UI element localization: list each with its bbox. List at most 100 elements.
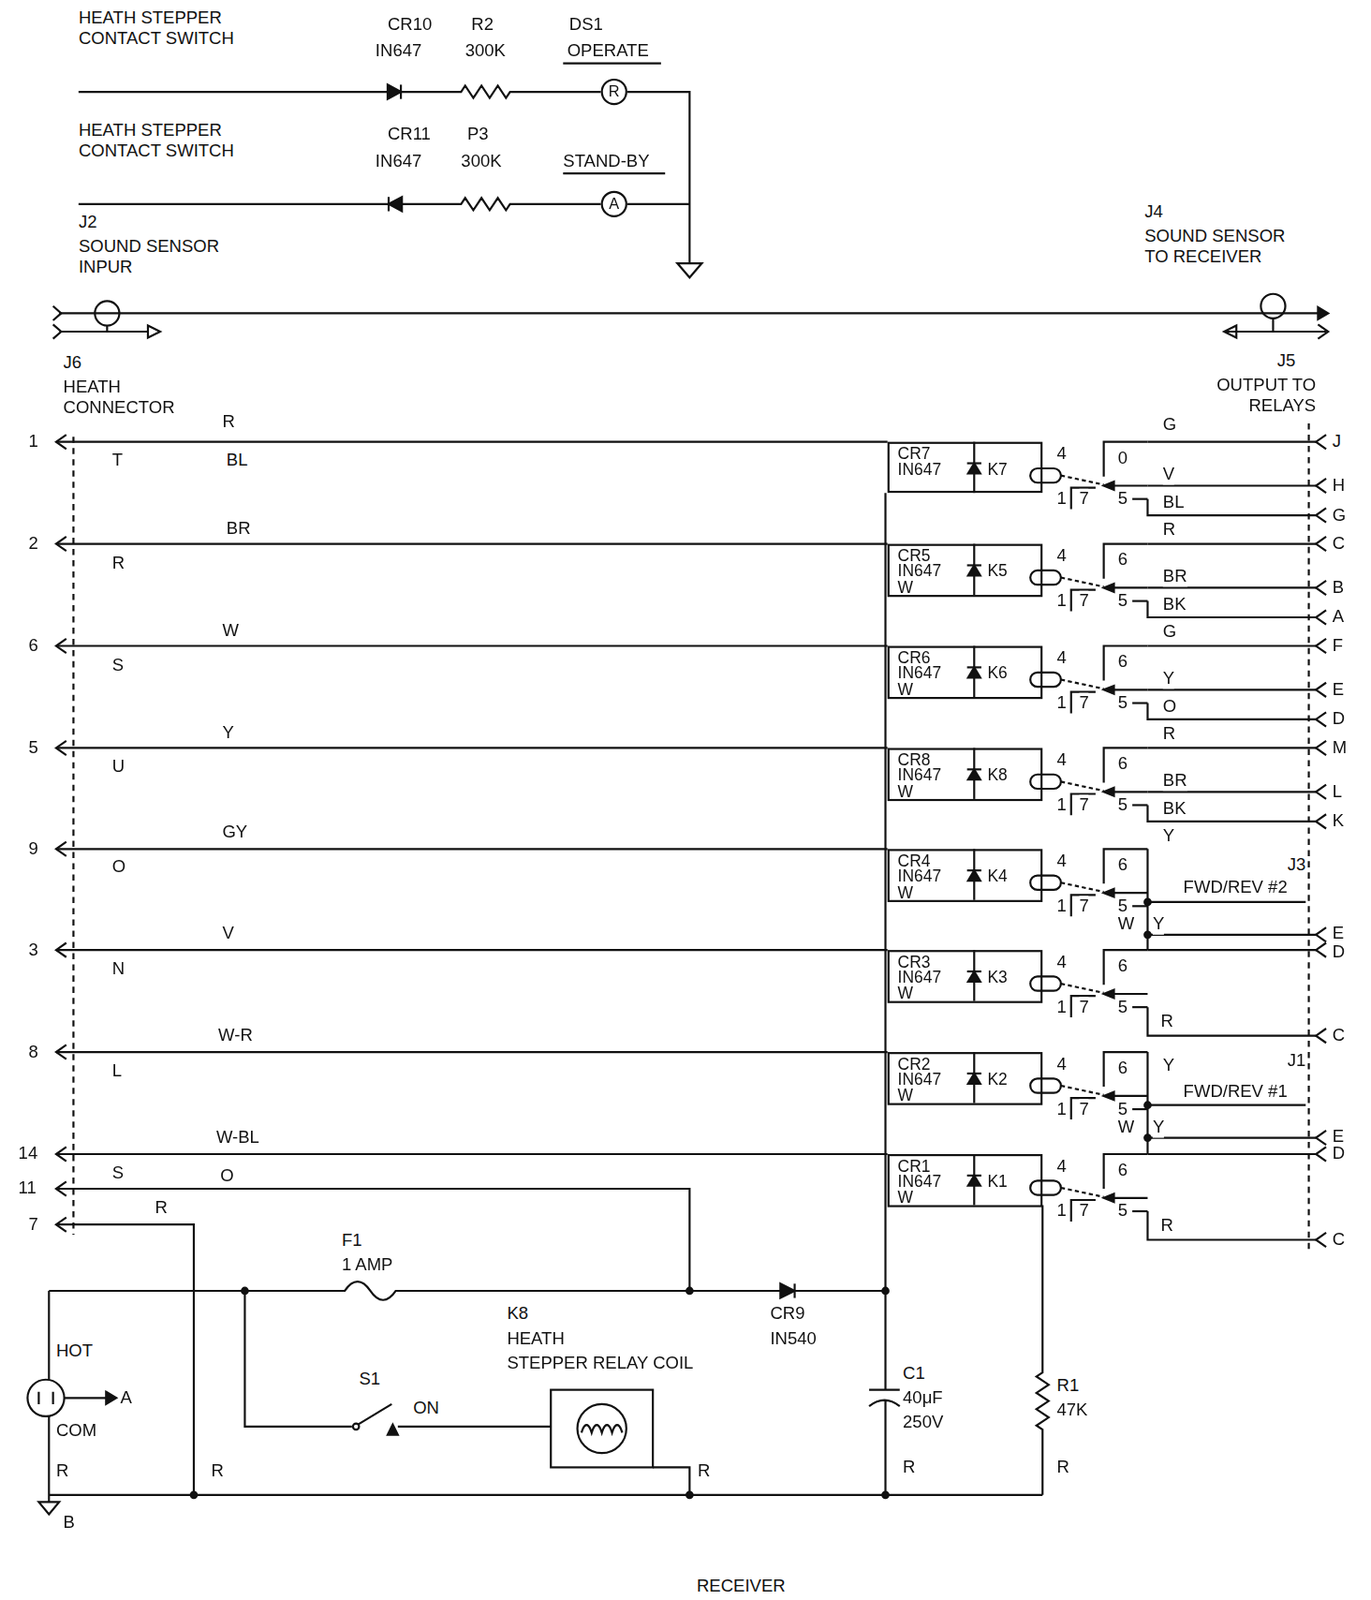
circuit-label: J1: [1287, 1050, 1307, 1072]
circuit-label: BR: [1163, 769, 1188, 791]
circuit-label: 7: [1078, 795, 1089, 816]
circuit-label: 1: [1057, 692, 1067, 714]
circuit-label: R: [155, 1197, 168, 1219]
circuit-label: G: [1163, 413, 1177, 435]
relay-box: CR7 IN647K7: [887, 442, 1044, 493]
circuit-label: FWD/REV #1: [1183, 1081, 1288, 1103]
circuit-label: O: [220, 1165, 234, 1187]
circuit-wires: [27, 63, 1328, 1515]
circuit-label: D: [1332, 1143, 1345, 1165]
relay-name: K2: [987, 1071, 1007, 1087]
circuit-label: HOT: [56, 1340, 93, 1361]
wire-line: [869, 1290, 900, 1495]
relay-box: CR4 IN647K4W: [887, 848, 1044, 902]
wire-line: [1147, 848, 1316, 1035]
wire-color: W: [898, 681, 914, 697]
relay-symbol: [967, 848, 1149, 916]
circuit-label: M: [1332, 737, 1347, 759]
wire-line: [244, 1290, 352, 1427]
circuit-label: E: [1332, 678, 1344, 700]
circuit-label: 5: [1118, 1098, 1128, 1120]
circuit-label: 6: [1118, 1160, 1128, 1181]
circuit-label: J2: [78, 212, 98, 234]
circuit-label: V: [1163, 464, 1175, 486]
circuit-label: 6: [1118, 855, 1128, 876]
indicator-lamp: A: [601, 191, 628, 218]
diode-label: CR2 IN647: [898, 1055, 972, 1087]
diode-label: CR6 IN647: [898, 649, 972, 681]
wire-line: [38, 1391, 53, 1404]
arrow-symbol: [1223, 324, 1237, 338]
circuit-label: R2: [471, 14, 494, 35]
circuit-label: R: [1161, 1214, 1174, 1236]
wire-color: W: [898, 1189, 914, 1205]
arrow-symbol: [147, 324, 161, 338]
circuit-label: L: [112, 1061, 122, 1082]
circuit-label: K: [1332, 810, 1344, 832]
relay-name: K5: [987, 562, 1007, 578]
wire-line: [1147, 1051, 1316, 1239]
circuit-label: Y: [1152, 914, 1165, 935]
circuit-label: IN540: [769, 1327, 816, 1349]
wire-color: W: [898, 1087, 914, 1103]
circuit-label: W: [1118, 1117, 1135, 1138]
circuit-label: 1: [1057, 488, 1067, 510]
circuit-label: C1: [902, 1362, 926, 1384]
junction-symbol: [686, 1491, 693, 1499]
wire-line: [38, 1501, 59, 1514]
circuit-label: J3: [1287, 855, 1307, 876]
wire-line: [56, 1188, 690, 1495]
circuit-label: F: [1332, 635, 1343, 657]
circuit-label: T: [112, 449, 123, 471]
circuit-label: BK: [1163, 798, 1187, 820]
circuit-label: F1: [341, 1230, 363, 1252]
wire-line: [884, 492, 886, 1291]
circuit-label: 4: [1057, 443, 1067, 465]
wire-line: [562, 61, 662, 64]
circuit-label: 4: [1057, 750, 1067, 771]
circuit-label: D: [1332, 708, 1345, 730]
circuit-label: 1: [1057, 996, 1067, 1018]
circuit-label: 7: [1078, 692, 1089, 714]
circuit-label: 3: [29, 939, 39, 960]
wire-line: [1223, 318, 1327, 332]
junction-symbol: [1144, 1101, 1151, 1108]
lamp-letter: A: [608, 194, 620, 214]
relay-box: CR8 IN647K8W: [887, 747, 1044, 801]
circuit-label: CR9: [769, 1303, 805, 1325]
wire-line: [581, 1424, 623, 1432]
wire-line: [47, 1290, 50, 1380]
circuit-label: COM: [56, 1419, 97, 1441]
wire-line: [1317, 324, 1328, 339]
relay-box: CR6 IN647K6W: [887, 646, 1044, 700]
arrow-symbol: [387, 84, 401, 99]
circuit-label: 7: [1078, 996, 1089, 1018]
circuit-label: HEATH CONNECTOR: [63, 377, 197, 419]
circuit-label: Y: [1163, 825, 1175, 846]
circuit-label: J5: [1277, 351, 1297, 372]
circuit-label: 4: [1057, 648, 1067, 669]
circuit-label: L: [1332, 781, 1342, 802]
wire-line: [47, 1415, 50, 1503]
junction-symbol: [241, 1287, 249, 1295]
arrow-symbol: [105, 1391, 117, 1404]
wire-line: [72, 436, 74, 1235]
circuit-label: 7: [1078, 590, 1089, 612]
relay-name: K8: [987, 766, 1007, 782]
wire-line: [1315, 927, 1327, 1247]
relay-box: CR5 IN647K5W: [887, 544, 1044, 598]
wire-line: [387, 196, 390, 211]
circuit-label: 1: [1057, 1098, 1067, 1120]
circuit-label: 5: [1118, 795, 1128, 816]
relay-name: K4: [987, 868, 1007, 884]
wire-line: [400, 86, 602, 99]
wire-line: [78, 90, 388, 93]
circuit-label: R: [56, 1460, 69, 1482]
wire-line: [58, 311, 1327, 314]
circuit-label: J4: [1144, 202, 1164, 223]
circuit-label: P3: [467, 124, 489, 146]
circuit-label: OPERATE: [567, 41, 649, 62]
wire-line: [677, 263, 702, 278]
wire-line: [398, 1425, 551, 1428]
circuit-label: 250V: [902, 1412, 944, 1433]
